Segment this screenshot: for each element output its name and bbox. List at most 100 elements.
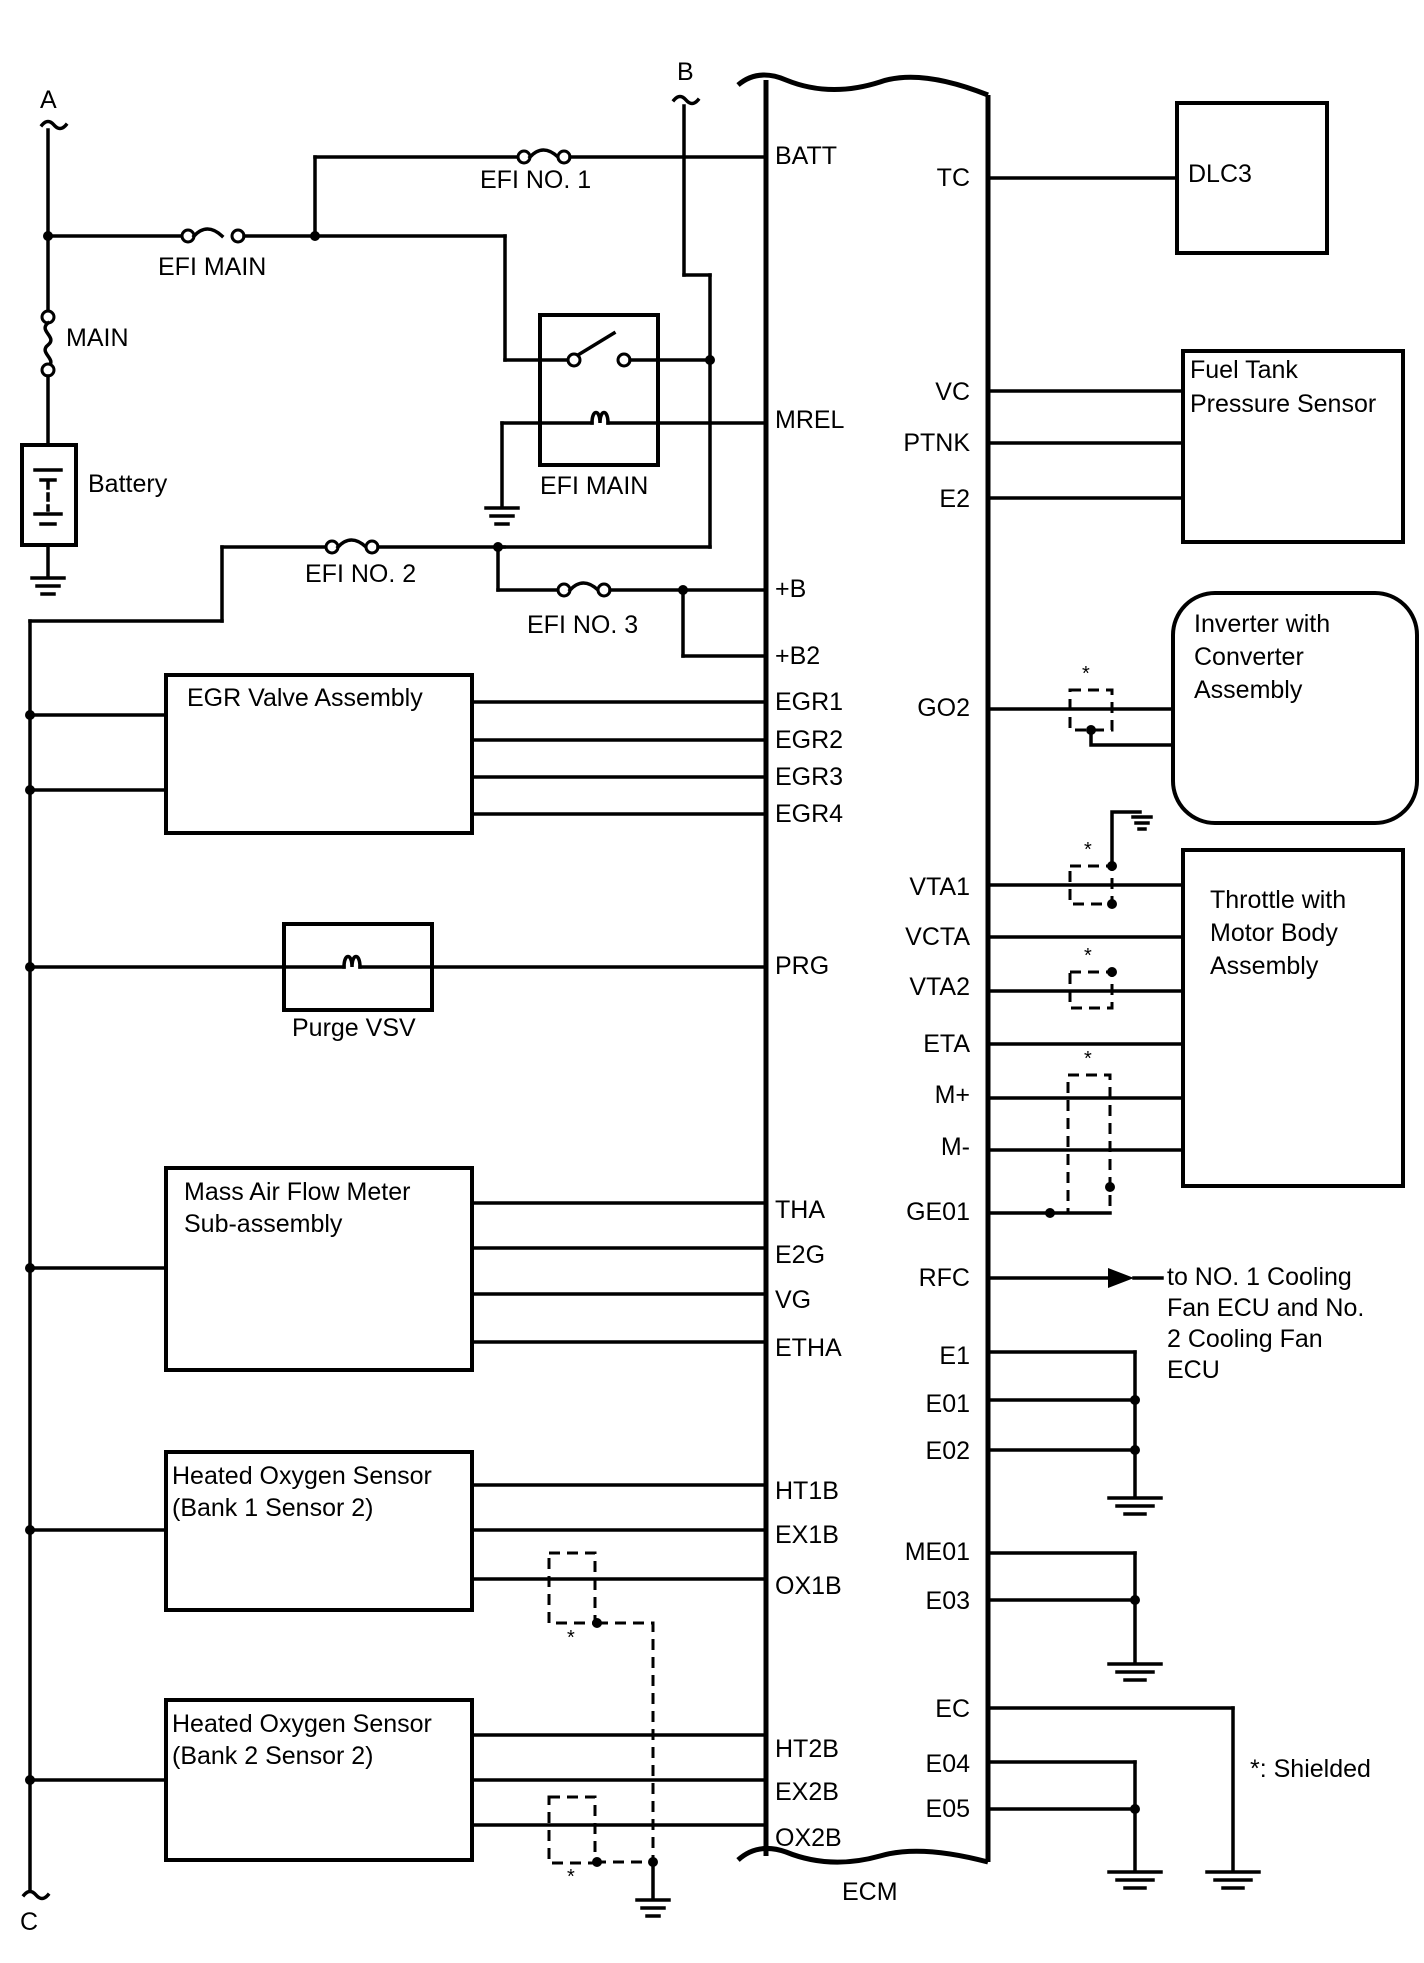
heated-oxygen-sensor-bank1: Heated Oxygen Sensor (Bank 1 Sensor 2) * <box>28 1450 768 1649</box>
relay-coil-icon <box>590 410 610 425</box>
ground-icon <box>484 506 520 526</box>
fuse-efi-no3-label: EFI NO. 3 <box>527 611 638 639</box>
cooling-fan-output: to NO. 1 Cooling Fan ECU and No. 2 Cooli… <box>986 1263 1364 1384</box>
pin-ox2b: OX2B <box>775 1824 842 1852</box>
pin-ex2b: EX2B <box>775 1778 839 1806</box>
shield-mark: * <box>567 1627 575 1649</box>
pin-egr4: EGR4 <box>775 800 843 828</box>
pin-ex1b: EX1B <box>775 1521 839 1549</box>
purge-coil-icon <box>342 954 362 969</box>
fuel-tank-label-line1: Fuel Tank <box>1190 356 1298 384</box>
pin-e1: E1 <box>939 1342 970 1370</box>
pin-mrel: MREL <box>775 406 845 434</box>
dlc3-label: DLC3 <box>1188 160 1252 188</box>
shield-mark: * <box>1084 839 1092 861</box>
pin-etha: ETHA <box>775 1334 842 1362</box>
egr-valve-label: EGR Valve Assembly <box>187 684 423 712</box>
ho2-bank1-label-line1: Heated Oxygen Sensor <box>172 1462 432 1490</box>
relay-switch-blade <box>575 330 617 358</box>
inverter-converter-assembly: Inverter with Converter Assembly * <box>986 591 1419 825</box>
pin-ec: EC <box>935 1695 970 1723</box>
pin-batt: BATT <box>775 142 837 170</box>
junction <box>1107 899 1117 909</box>
fuse-efi-no2-symbol <box>335 538 369 550</box>
junction <box>1130 1395 1140 1405</box>
fuse-efi-no1-symbol <box>527 148 561 160</box>
fuse-efi-no1-terminal <box>556 149 572 165</box>
connector-a-break <box>39 119 69 131</box>
pin-plus-b2: +B2 <box>775 642 820 670</box>
wire-go2-shield <box>1089 728 1175 747</box>
junction <box>1107 967 1117 977</box>
shield-motor <box>1066 1073 1112 1215</box>
maf-label-line2: Sub-assembly <box>184 1210 343 1238</box>
pin-m-minus: M- <box>941 1133 970 1161</box>
shield-mark: * <box>1082 663 1090 685</box>
pin-plus-b: +B <box>775 575 806 603</box>
connector-b-label: B <box>677 58 694 86</box>
fuse-efi-no2-terminal <box>364 539 380 555</box>
shield-ox2b <box>547 1795 597 1865</box>
inverter-label-line2: Converter <box>1194 643 1304 671</box>
throttle-label-line2: Motor Body <box>1210 919 1338 947</box>
throttle-label-line3: Assembly <box>1210 952 1319 980</box>
pin-m-plus: M+ <box>935 1081 970 1109</box>
purge-vsv-label: Purge VSV <box>292 1014 416 1042</box>
fan-note-line1: to NO. 1 Cooling <box>1167 1263 1352 1291</box>
ecm-grounds <box>986 1350 1261 1890</box>
pin-ptnk: PTNK <box>903 429 970 457</box>
ground-icon <box>635 1898 671 1918</box>
connector-c-break <box>21 1889 51 1901</box>
pin-e02: E02 <box>926 1437 970 1465</box>
fuse-main-terminal <box>40 362 56 378</box>
pin-tc: TC <box>937 164 970 192</box>
fuse-efi-no3-terminal <box>596 582 612 598</box>
pin-vc: VC <box>935 378 970 406</box>
pin-ht1b: HT1B <box>775 1477 839 1505</box>
throttle-box <box>1181 848 1405 1188</box>
pin-ht2b: HT2B <box>775 1735 839 1763</box>
fuse-efi-no1-label: EFI NO. 1 <box>480 166 591 194</box>
pin-rfc: RFC <box>919 1264 970 1292</box>
mass-air-flow-meter: Mass Air Flow Meter Sub-assembly <box>28 1166 768 1372</box>
fuse-efi-main-label: EFI MAIN <box>158 253 266 281</box>
inverter-label-line3: Assembly <box>1194 676 1303 704</box>
dlc3: DLC3 <box>986 101 1329 255</box>
junction <box>1105 1182 1115 1192</box>
battery-label: Battery <box>88 470 168 498</box>
ho2-bank2-label-line1: Heated Oxygen Sensor <box>172 1710 432 1738</box>
pin-e01: E01 <box>926 1390 970 1418</box>
pin-tha: THA <box>775 1196 825 1224</box>
pin-vcta: VCTA <box>905 923 970 951</box>
relay-contact <box>616 352 632 368</box>
wire-vta1-shield-ground <box>1110 810 1142 868</box>
inverter-label-line1: Inverter with <box>1194 610 1330 638</box>
fuel-tank-label-line2: Pressure Sensor <box>1190 390 1376 418</box>
pin-eta: ETA <box>923 1030 970 1058</box>
pin-vta2: VTA2 <box>909 973 970 1001</box>
shield-mark: * <box>1084 1048 1092 1070</box>
ground-icon <box>1107 1870 1163 1890</box>
ecm-top-break <box>736 72 989 98</box>
pin-ox1b: OX1B <box>775 1572 842 1600</box>
pin-me01: ME01 <box>905 1538 970 1566</box>
ground-icon <box>1131 815 1153 831</box>
fan-note-line4: ECU <box>1167 1356 1220 1384</box>
pin-vg: VG <box>775 1286 811 1314</box>
junction <box>1130 1595 1140 1605</box>
relay-efi-main-box <box>538 313 660 467</box>
fuse-efi-no2-label: EFI NO. 2 <box>305 560 416 588</box>
ground-icon <box>1107 1496 1163 1516</box>
arrow-right-icon <box>1108 1268 1134 1288</box>
power-supply: A MAIN Battery EFI MAIN <box>20 58 768 658</box>
ground-icon <box>1107 1662 1163 1682</box>
ecm-label: ECM <box>842 1878 898 1906</box>
egr-valve-assembly: EGR Valve Assembly <box>28 673 768 835</box>
left-supply-rail: C <box>20 619 51 1936</box>
pin-go2: GO2 <box>917 694 970 722</box>
connector-b-break <box>671 94 701 106</box>
fuse-efi-main-terminal <box>230 228 246 244</box>
ho2-bank1-label-line2: (Bank 1 Sensor 2) <box>172 1494 374 1522</box>
connector-a-label: A <box>40 86 57 114</box>
shield-ox1b <box>547 1551 597 1625</box>
